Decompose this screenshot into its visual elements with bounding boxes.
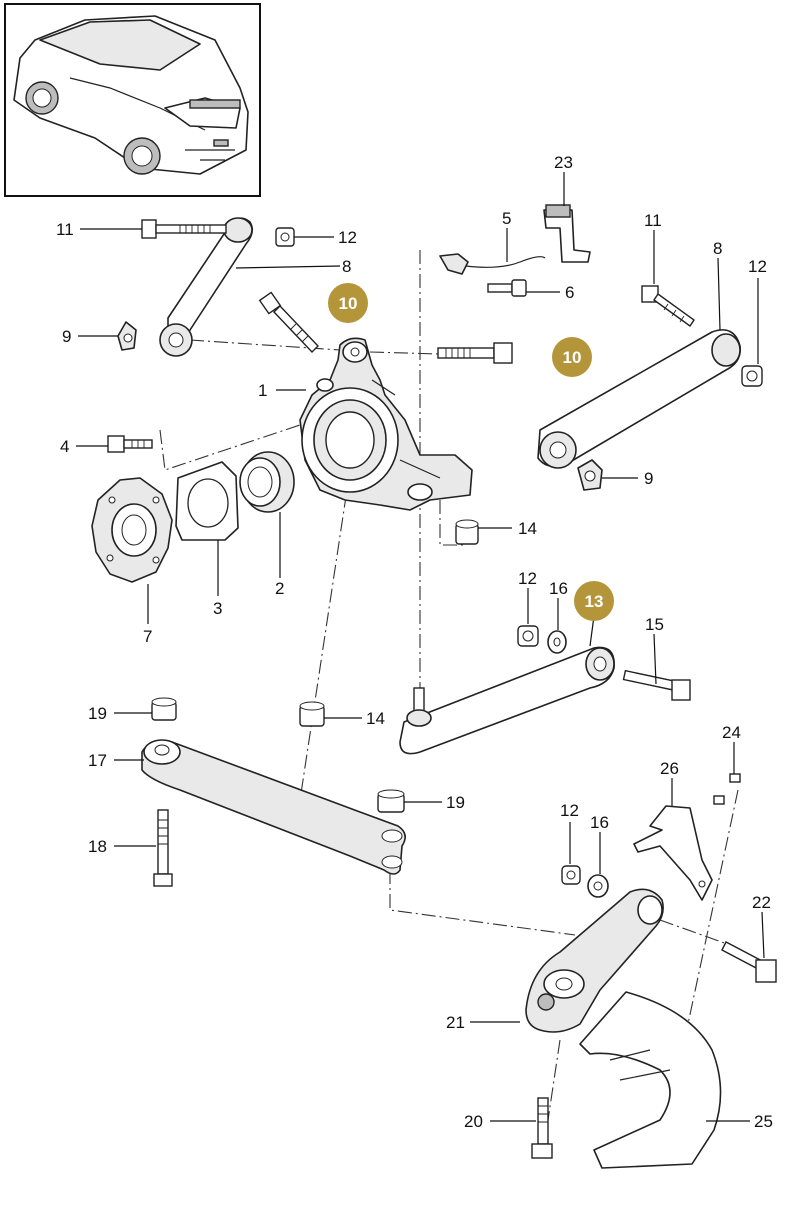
bracket-23 (543, 204, 591, 263)
callout-12-mid: 12 (518, 569, 537, 588)
callout-9-left: 9 (62, 327, 71, 346)
callout-6: 6 (565, 283, 574, 302)
washer-9-left (117, 321, 137, 351)
callout-16-mid: 16 (549, 579, 568, 598)
callout-18: 18 (88, 837, 107, 856)
callout-11-right: 11 (644, 211, 662, 230)
nut-12-mid (517, 625, 539, 647)
callout-12-left: 12 (338, 228, 357, 247)
leader-lines (76, 172, 765, 1122)
callout-16-low: 16 (590, 813, 609, 832)
bracket-26 (633, 805, 713, 901)
wheel-hub-7 (91, 477, 173, 583)
callout-24: 24 (722, 723, 741, 742)
wheel-carrier (299, 337, 473, 511)
bolt-10-right (437, 342, 513, 364)
nut-19-left (151, 697, 177, 721)
nut-12-low (561, 865, 581, 885)
upper-control-arm-right (537, 329, 742, 469)
callout-14-mid: 14 (366, 709, 385, 728)
bolt-10-top (258, 291, 319, 354)
callout-labels: 11 12 8 9 1 4 7 3 2 5 6 23 11 8 12 9 14 … (56, 153, 773, 1131)
washer-9-right (577, 459, 603, 491)
bolt-18 (153, 809, 173, 887)
nut-19-right (377, 789, 405, 813)
callout-2: 2 (275, 579, 284, 598)
nut-14-mid (299, 701, 325, 727)
washer-16-mid (547, 630, 567, 654)
bolt-20 (531, 1097, 553, 1159)
callout-19-left: 19 (88, 704, 107, 723)
bolt-11-right (641, 285, 695, 327)
bolt-6 (487, 279, 527, 297)
bolt-4 (107, 435, 153, 453)
washer-16-low (587, 874, 609, 898)
nut-12-left (275, 227, 295, 247)
callout-21: 21 (446, 1013, 465, 1032)
callout-9-right: 9 (644, 469, 653, 488)
nut-14-right (455, 519, 479, 545)
vehicle-thumbnail (4, 3, 261, 197)
callout-4: 4 (60, 437, 69, 456)
svg-text:10: 10 (563, 348, 582, 367)
callout-7: 7 (143, 627, 152, 646)
speed-sensor-5 (439, 253, 546, 275)
callout-11-left: 11 (56, 220, 74, 239)
svg-text:13: 13 (585, 592, 604, 611)
callout-8-left: 8 (342, 257, 351, 276)
badge-13[interactable]: 13 (574, 581, 614, 621)
underbody-shield-25 (579, 991, 722, 1169)
toe-link-13 (399, 646, 615, 755)
badge-10-right[interactable]: 10 (552, 337, 592, 377)
callout-23: 23 (554, 153, 573, 172)
trailing-arm-17 (141, 739, 406, 875)
callout-14-right: 14 (518, 519, 537, 538)
callout-12-right: 12 (748, 257, 767, 276)
callout-12-low: 12 (560, 801, 579, 820)
lower-control-arm-21 (525, 888, 664, 1033)
callout-22: 22 (752, 893, 771, 912)
bolt-22 (721, 941, 777, 983)
bolt-15 (622, 669, 691, 701)
callout-19-right: 19 (446, 793, 465, 812)
highlight-badges: 10 10 13 (328, 283, 614, 621)
callout-26: 26 (660, 759, 679, 778)
screw-24 (713, 773, 741, 805)
callout-15: 15 (645, 615, 664, 634)
callout-5: 5 (502, 209, 511, 228)
callout-20: 20 (464, 1112, 483, 1131)
badge-10-top[interactable]: 10 (328, 283, 368, 323)
svg-text:10: 10 (339, 294, 358, 313)
upper-control-arm-left (159, 217, 254, 357)
nut-12-right (741, 365, 763, 387)
cover-plate-3 (175, 461, 239, 541)
callout-17: 17 (88, 751, 107, 770)
wheel-bearing-2 (239, 451, 295, 513)
callout-3: 3 (213, 599, 222, 618)
callout-8-right: 8 (713, 239, 722, 258)
callout-25: 25 (754, 1112, 773, 1131)
bolt-11-left (141, 219, 227, 239)
callout-1: 1 (258, 381, 267, 400)
